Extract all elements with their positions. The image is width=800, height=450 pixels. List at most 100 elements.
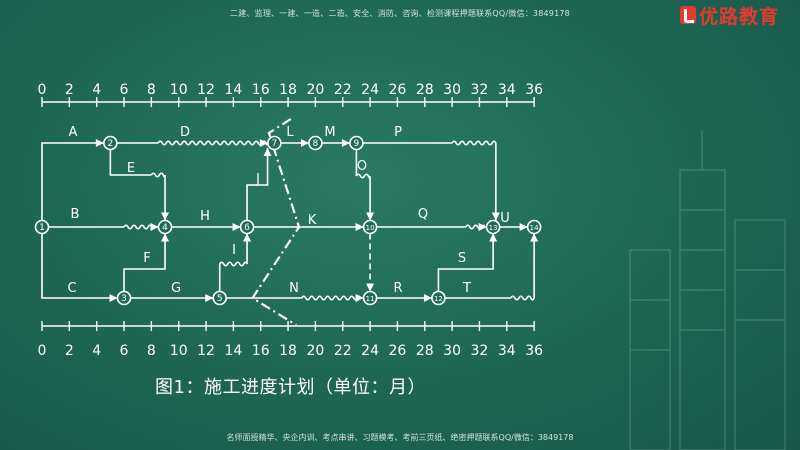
event-node-number: 11 <box>366 295 375 303</box>
event-node-circle <box>157 219 173 235</box>
arrowhead <box>478 223 487 231</box>
scale-tick-label: 18 <box>279 82 297 98</box>
scale-tick-label: 24 <box>361 82 379 98</box>
event-node-number: 14 <box>530 224 539 232</box>
scale-tick-label: 20 <box>306 343 324 359</box>
event-node-number: 10 <box>366 224 375 232</box>
scale-tick-label: 34 <box>498 82 516 98</box>
scale-tick-label: 10 <box>170 82 188 98</box>
arrowhead <box>341 139 350 147</box>
brand-name: 优路教育 <box>699 5 780 28</box>
building-skyline-decoration <box>629 130 786 450</box>
bottom-contact-banner: 名师面授精华、央企内训、考点串讲、习题模考、考前三页纸、绝密押题联系QQ/微信：… <box>226 433 574 442</box>
arrowhead <box>109 294 118 302</box>
scale-tick-label: 34 <box>498 343 516 359</box>
arrowhead <box>150 223 159 231</box>
arrowhead <box>243 233 252 242</box>
event-node-circle <box>362 290 378 306</box>
scale-tick-label: 36 <box>525 82 543 98</box>
event-node-circle <box>362 219 378 235</box>
activity-label: N <box>289 281 299 296</box>
arrowhead <box>95 139 104 147</box>
activity-S-line <box>437 233 494 292</box>
activity-label: A <box>69 125 78 140</box>
scale-tick-label: 4 <box>92 343 101 359</box>
scale-tick-label: 22 <box>334 343 352 359</box>
activity-label: F <box>143 251 150 266</box>
activity-C-line <box>41 233 118 299</box>
event-node-circle <box>116 290 132 306</box>
activity-label: Q <box>418 207 428 222</box>
scale-tick-label: 14 <box>224 343 242 359</box>
activity-D-free-float <box>157 140 269 146</box>
scale-tick-label: 14 <box>224 82 242 98</box>
activity-label: R <box>393 281 402 296</box>
event-node-circle <box>349 135 364 151</box>
activity-label: L <box>286 125 294 140</box>
activity-E-free-float <box>150 172 166 178</box>
scale-tick-label: 28 <box>416 343 434 359</box>
event-node-circle <box>34 219 50 235</box>
scale-tick-label: 4 <box>92 82 101 98</box>
event-node-number: 9 <box>354 139 360 149</box>
event-node-number: 4 <box>162 223 168 233</box>
arrowhead <box>423 294 432 302</box>
scale-tick-label: 16 <box>252 343 270 359</box>
event-node-circle <box>526 219 542 235</box>
activity-label: J <box>255 172 260 187</box>
scale-tick-label: 2 <box>65 82 74 98</box>
activity-label: I <box>232 243 236 258</box>
scale-tick-label: 18 <box>279 343 297 359</box>
arrowhead <box>161 212 170 221</box>
scale-tick-label: 8 <box>147 343 156 359</box>
arrowhead <box>205 294 214 302</box>
scale-tick-label: 26 <box>389 343 407 359</box>
activity-B-free-float <box>123 224 153 230</box>
scale-tick-label: 16 <box>252 82 270 98</box>
scale-tick-label: 30 <box>443 343 461 359</box>
scale-tick-label: 12 <box>197 343 215 359</box>
activity-label: M <box>324 125 335 140</box>
scale-tick-label: 6 <box>120 82 129 98</box>
activity-A-line <box>41 142 104 221</box>
event-node-circle <box>431 290 446 306</box>
scale-tick-label: 0 <box>38 82 47 98</box>
event-node-number: 12 <box>434 295 443 303</box>
scale-tick-label: 22 <box>334 82 352 98</box>
activity-E-line <box>109 149 152 176</box>
figure-caption: 图1：施工进度计划（单位：月） <box>155 377 426 398</box>
brand-logo: 优路教育 <box>680 2 800 28</box>
activity-label: G <box>171 281 181 296</box>
activity-label: D <box>180 125 190 140</box>
activity-label: P <box>394 125 402 140</box>
event-node-number: 5 <box>217 294 223 304</box>
activity-label: S <box>458 251 466 266</box>
activity-label: O <box>357 159 367 174</box>
arrowhead <box>530 233 539 242</box>
scale-tick-label: 24 <box>361 343 379 359</box>
scale-tick-label: 36 <box>525 343 543 359</box>
activity-T-free-float <box>510 295 535 301</box>
activity-label: B <box>71 207 80 222</box>
event-node-circle <box>103 135 118 151</box>
event-node-number: 8 <box>313 139 319 149</box>
scale-tick-label: 32 <box>471 82 489 98</box>
scale-tick-label: 32 <box>471 343 489 359</box>
event-node-number: 7 <box>272 139 278 149</box>
activity-F-line <box>123 233 166 292</box>
event-node-circle <box>212 290 228 306</box>
event-node-circle <box>485 219 501 235</box>
progress-check-line <box>250 118 301 326</box>
event-node-number: 6 <box>244 223 250 233</box>
scale-tick-label: 10 <box>170 343 188 359</box>
activity-O-free-float <box>355 173 371 179</box>
activity-J-line <box>246 148 269 221</box>
arrowhead <box>491 212 500 221</box>
activity-label: U <box>500 211 510 226</box>
scale-tick-label: 6 <box>120 343 129 359</box>
arrowhead <box>161 233 170 242</box>
arrowhead <box>366 212 375 221</box>
arrowhead <box>300 139 309 147</box>
scale-tick-label: 30 <box>443 82 461 98</box>
